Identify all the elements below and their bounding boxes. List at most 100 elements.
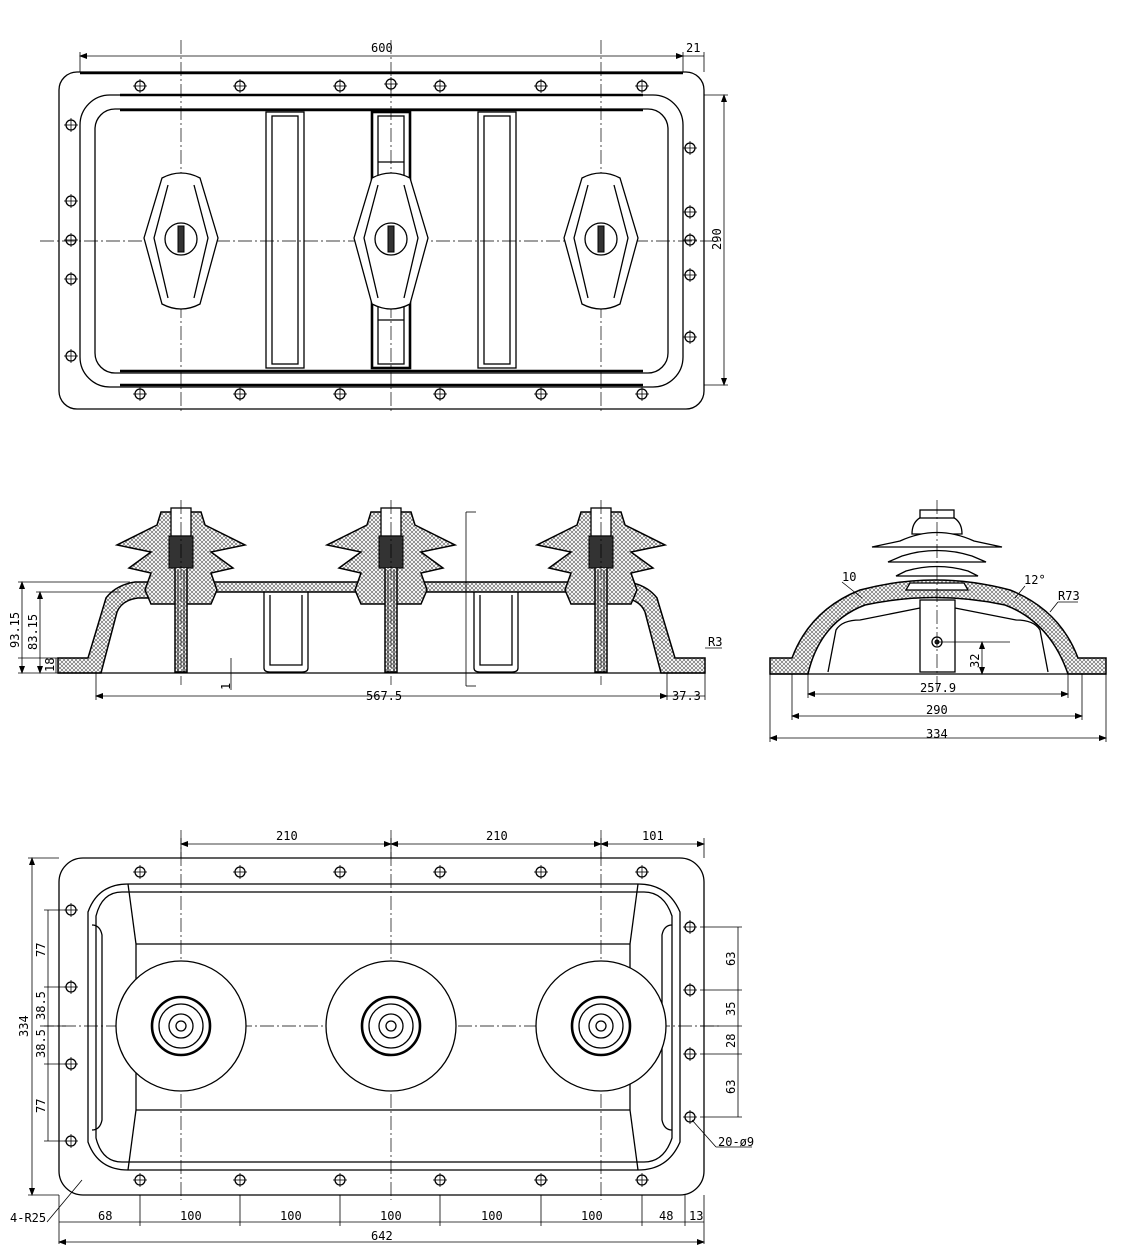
bolt-hole — [133, 387, 147, 401]
bolt-hole — [133, 865, 147, 879]
bolt-hole — [683, 1110, 697, 1124]
top-dimensions — [79, 52, 728, 386]
bolt-hole — [64, 1134, 78, 1148]
dim-bot-height: 334 — [17, 1015, 31, 1037]
dim-side-w3: 334 — [926, 727, 948, 741]
bolt-hole — [534, 1173, 548, 1187]
bolt-hole — [683, 330, 697, 344]
bottom-dimensions — [28, 838, 752, 1245]
dim-bot-r2: 35 — [724, 1002, 738, 1016]
dim-bot-p2: 210 — [486, 829, 508, 843]
bolt-hole — [133, 79, 147, 93]
bottom-bushing-disks — [115, 960, 667, 1092]
dim-top-edge: 21 — [686, 41, 700, 55]
dim-bot-s7: 48 — [659, 1209, 673, 1223]
bolt-hole — [683, 1047, 697, 1061]
bolt-hole — [64, 903, 78, 917]
dim-front-h2: 83.15 — [26, 614, 40, 650]
dim-bot-r3: 28 — [724, 1034, 738, 1048]
bolt-hole — [64, 980, 78, 994]
top-bushing-center — [353, 172, 429, 310]
bolt-hole — [683, 233, 697, 247]
top-bushing-left — [143, 172, 219, 310]
bolt-hole — [534, 865, 548, 879]
side-dimensions — [769, 581, 1107, 742]
dim-bot-l1: 77 — [34, 943, 48, 957]
bushing-disk — [115, 960, 247, 1092]
bolt-hole — [433, 79, 447, 93]
bolt-hole — [233, 1173, 247, 1187]
dim-bot-s5: 100 — [481, 1209, 503, 1223]
bolt-hole — [683, 141, 697, 155]
dim-side-w2: 290 — [926, 703, 948, 717]
dim-bot-s8: 13 — [689, 1209, 703, 1223]
front-dimensions — [18, 581, 722, 700]
dim-top-width: 600 — [371, 41, 393, 55]
bolt-hole — [64, 118, 78, 132]
dim-bot-r1: 63 — [724, 952, 738, 966]
dim-side-r: R73 — [1058, 589, 1080, 603]
bolt-hole — [333, 387, 347, 401]
front-section-view: 93.15 83.15 18 1 567.5 37.3 R3 — [8, 500, 722, 703]
top-bushing-right — [563, 172, 639, 310]
bolt-hole — [534, 387, 548, 401]
top-rib-left — [265, 111, 305, 369]
dim-bot-s6: 100 — [581, 1209, 603, 1223]
front-ribs — [263, 592, 519, 673]
bolt-hole — [683, 983, 697, 997]
bolt-hole — [683, 205, 697, 219]
bolt-hole — [64, 1057, 78, 1071]
bolt-hole — [683, 268, 697, 282]
side-bushing — [871, 500, 1003, 690]
bushing-disk — [535, 960, 667, 1092]
dim-bot-p3: 101 — [642, 829, 664, 843]
dim-side-angle: 12° — [1024, 573, 1046, 587]
dim-side-w1: 257.9 — [920, 681, 956, 695]
dim-top-height: 290 — [710, 228, 724, 250]
bottom-bolt-holes — [64, 865, 697, 1187]
dim-bot-s1: 68 — [98, 1209, 112, 1223]
dim-front-end: 37.3 — [672, 689, 701, 703]
bolt-hole — [333, 865, 347, 879]
dim-bot-l4: 77 — [34, 1099, 48, 1113]
bolt-hole — [384, 77, 398, 91]
dim-bot-total: 642 — [371, 1229, 393, 1243]
bolt-hole — [64, 349, 78, 363]
bolt-hole — [64, 194, 78, 208]
dim-bot-p1: 210 — [276, 829, 298, 843]
dim-bot-s3: 100 — [280, 1209, 302, 1223]
bolt-hole — [233, 865, 247, 879]
side-section-view: 10 12° R73 32 257.9 290 334 — [769, 500, 1107, 742]
bolt-hole — [433, 865, 447, 879]
bolt-hole — [333, 1173, 347, 1187]
dim-bot-corner: 4-R25 — [10, 1211, 46, 1225]
top-rib-right — [477, 111, 517, 369]
bolt-hole — [433, 1173, 447, 1187]
bolt-hole — [133, 1173, 147, 1187]
dim-bot-r4: 63 — [724, 1080, 738, 1094]
dim-front-len: 567.5 — [366, 689, 402, 703]
bolt-hole — [233, 79, 247, 93]
bottom-view: 210 210 101 334 77 38.5 38.5 77 63 35 28… — [10, 829, 754, 1245]
dim-front-t: 1 — [219, 683, 233, 690]
bolt-hole — [534, 79, 548, 93]
dim-bot-s4: 100 — [380, 1209, 402, 1223]
top-view: 600 21 290 — [40, 40, 728, 412]
dim-front-r: R3 — [708, 635, 722, 649]
dim-side-h: 32 — [968, 654, 982, 668]
bolt-hole — [635, 387, 649, 401]
bolt-hole — [683, 920, 697, 934]
bushing-disk — [325, 960, 457, 1092]
dim-front-h3: 18 — [43, 658, 57, 672]
dim-bot-l3: 38.5 — [34, 1029, 48, 1058]
bolt-hole — [635, 1173, 649, 1187]
dim-side-wall: 10 — [842, 570, 856, 584]
bolt-hole — [233, 387, 247, 401]
bolt-hole — [64, 272, 78, 286]
dim-bot-holes: 20-ø9 — [718, 1135, 754, 1149]
top-bolt-holes — [64, 77, 697, 401]
dim-bot-l2: 38.5 — [34, 991, 48, 1020]
bolt-hole — [635, 79, 649, 93]
bolt-hole — [433, 387, 447, 401]
